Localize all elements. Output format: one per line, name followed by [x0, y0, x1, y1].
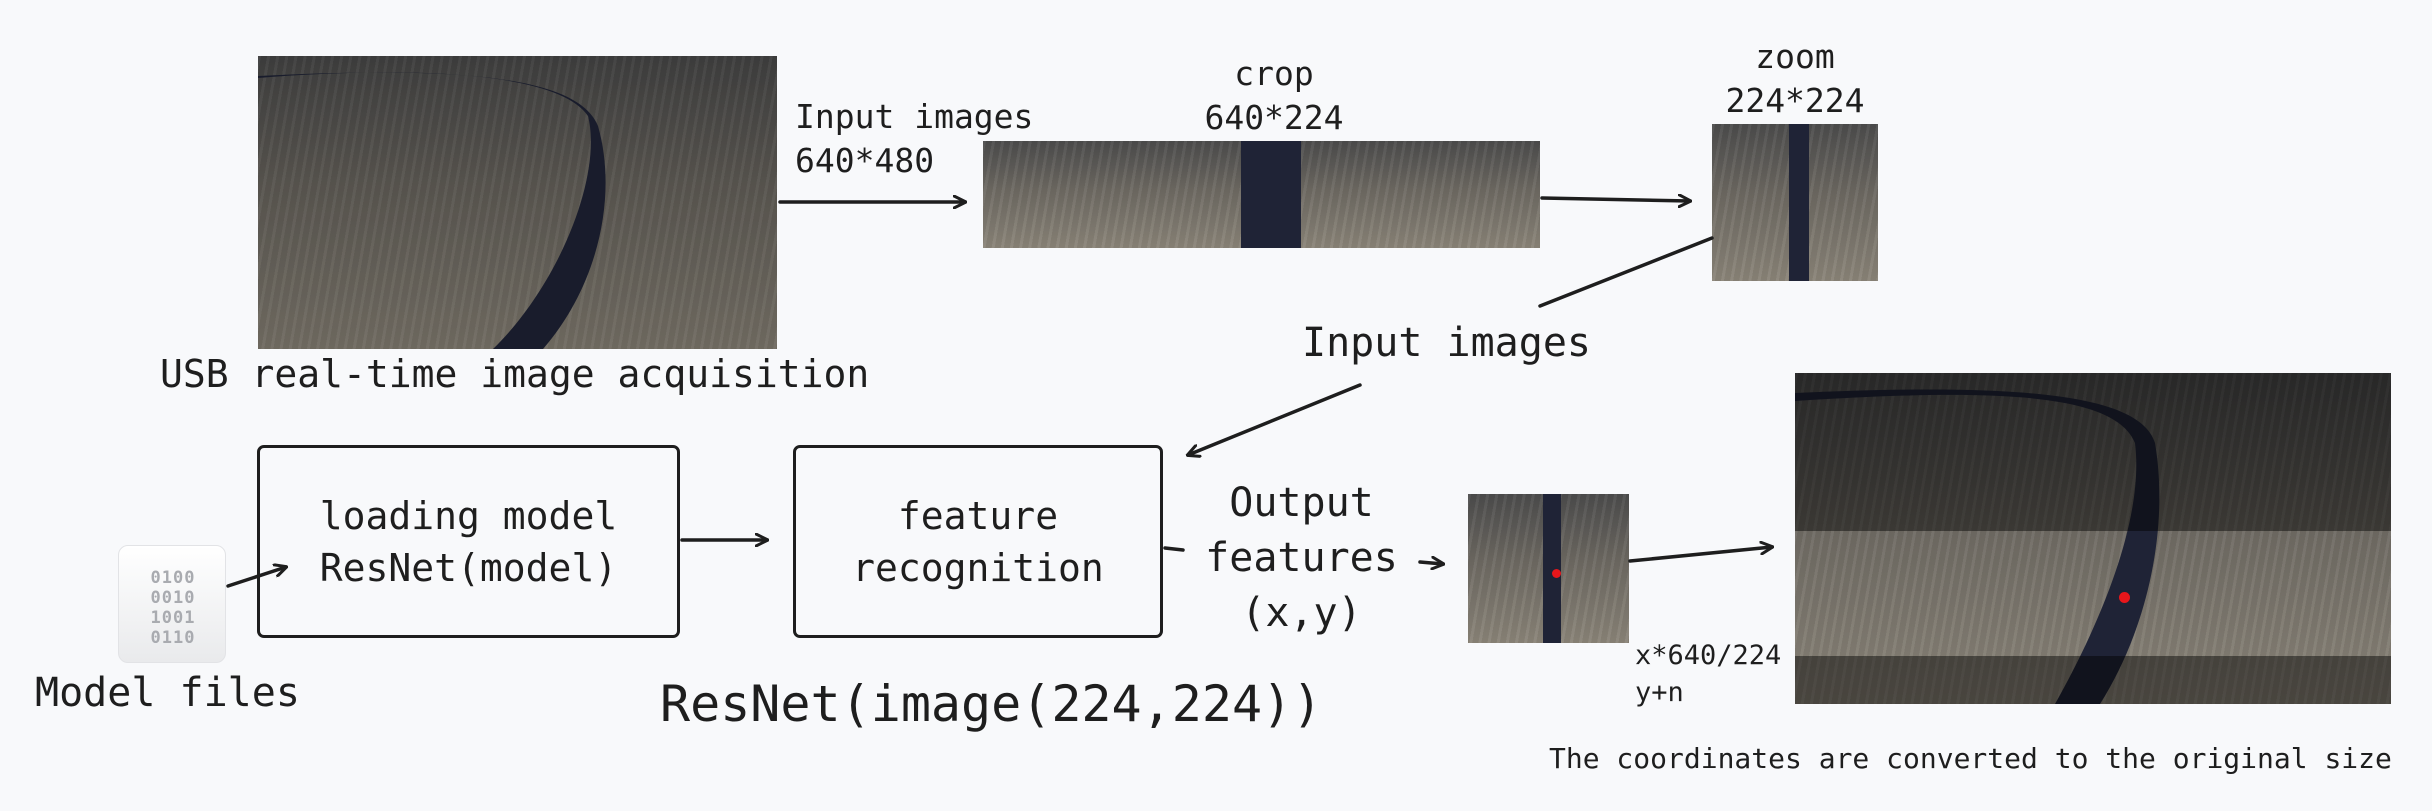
output-line3: (x,y)	[1241, 590, 1362, 636]
track-curve	[258, 72, 606, 349]
output-line1: Output	[1229, 480, 1374, 526]
coord-y-formula: y+n	[1635, 677, 1684, 708]
zoom-title: zoom	[1755, 37, 1835, 76]
output-features-label: Output features (x,y)	[1185, 476, 1418, 641]
conversion-note: The coordinates are converted to the ori…	[1549, 742, 2392, 775]
arrow-model-to-loading	[226, 567, 286, 588]
arrow-small-to-final	[1628, 547, 1772, 563]
zoomed-image	[1712, 124, 1878, 281]
output-feature-image	[1468, 494, 1629, 643]
line-feature-to-output	[1163, 546, 1185, 552]
cropped-image	[983, 141, 1540, 248]
feature-recognition-box: feature recognition	[793, 445, 1163, 638]
feature-point-marker	[1552, 569, 1561, 578]
usb-camera-image	[258, 56, 777, 349]
feature-recognition-line1: feature	[897, 493, 1059, 538]
model-files-label: Model files	[35, 670, 300, 716]
crop-title: crop	[1234, 54, 1314, 93]
zoom-size-label: 224*224	[1725, 81, 1865, 120]
input-images-label-2: Input images	[1302, 320, 1591, 366]
mapped-point-marker	[2119, 592, 2130, 603]
loading-model-box: loading model ResNet(model)	[257, 445, 680, 638]
arrow-label-to-feature	[1188, 383, 1362, 455]
binary-file-icon-glyph: 0100 0010 1001 0110	[150, 568, 196, 648]
crop-size-label: 640*224	[1204, 98, 1344, 137]
loading-model-line1: loading model	[319, 493, 618, 538]
line-zoom-to-label	[1538, 236, 1714, 308]
arrow-output-to-image	[1418, 562, 1443, 564]
feature-recognition-line2: recognition	[852, 545, 1104, 590]
usb-acquisition-label: USB real-time image acquisition	[160, 352, 870, 396]
coord-x-formula: x*640/224	[1635, 640, 1782, 671]
resnet-formula: ResNet(image(224,224))	[660, 675, 1323, 733]
loading-model-line2: ResNet(model)	[319, 545, 618, 590]
binary-file-icon: 0100 0010 1001 0110	[118, 545, 226, 663]
arrow-crop-to-zoom	[1540, 198, 1690, 201]
input-images-label: Input images	[795, 97, 1034, 136]
output-line2: features	[1205, 535, 1398, 581]
input-size-label: 640*480	[795, 141, 935, 180]
original-size-image	[1795, 373, 2391, 704]
final-track-curve	[1795, 389, 2160, 704]
